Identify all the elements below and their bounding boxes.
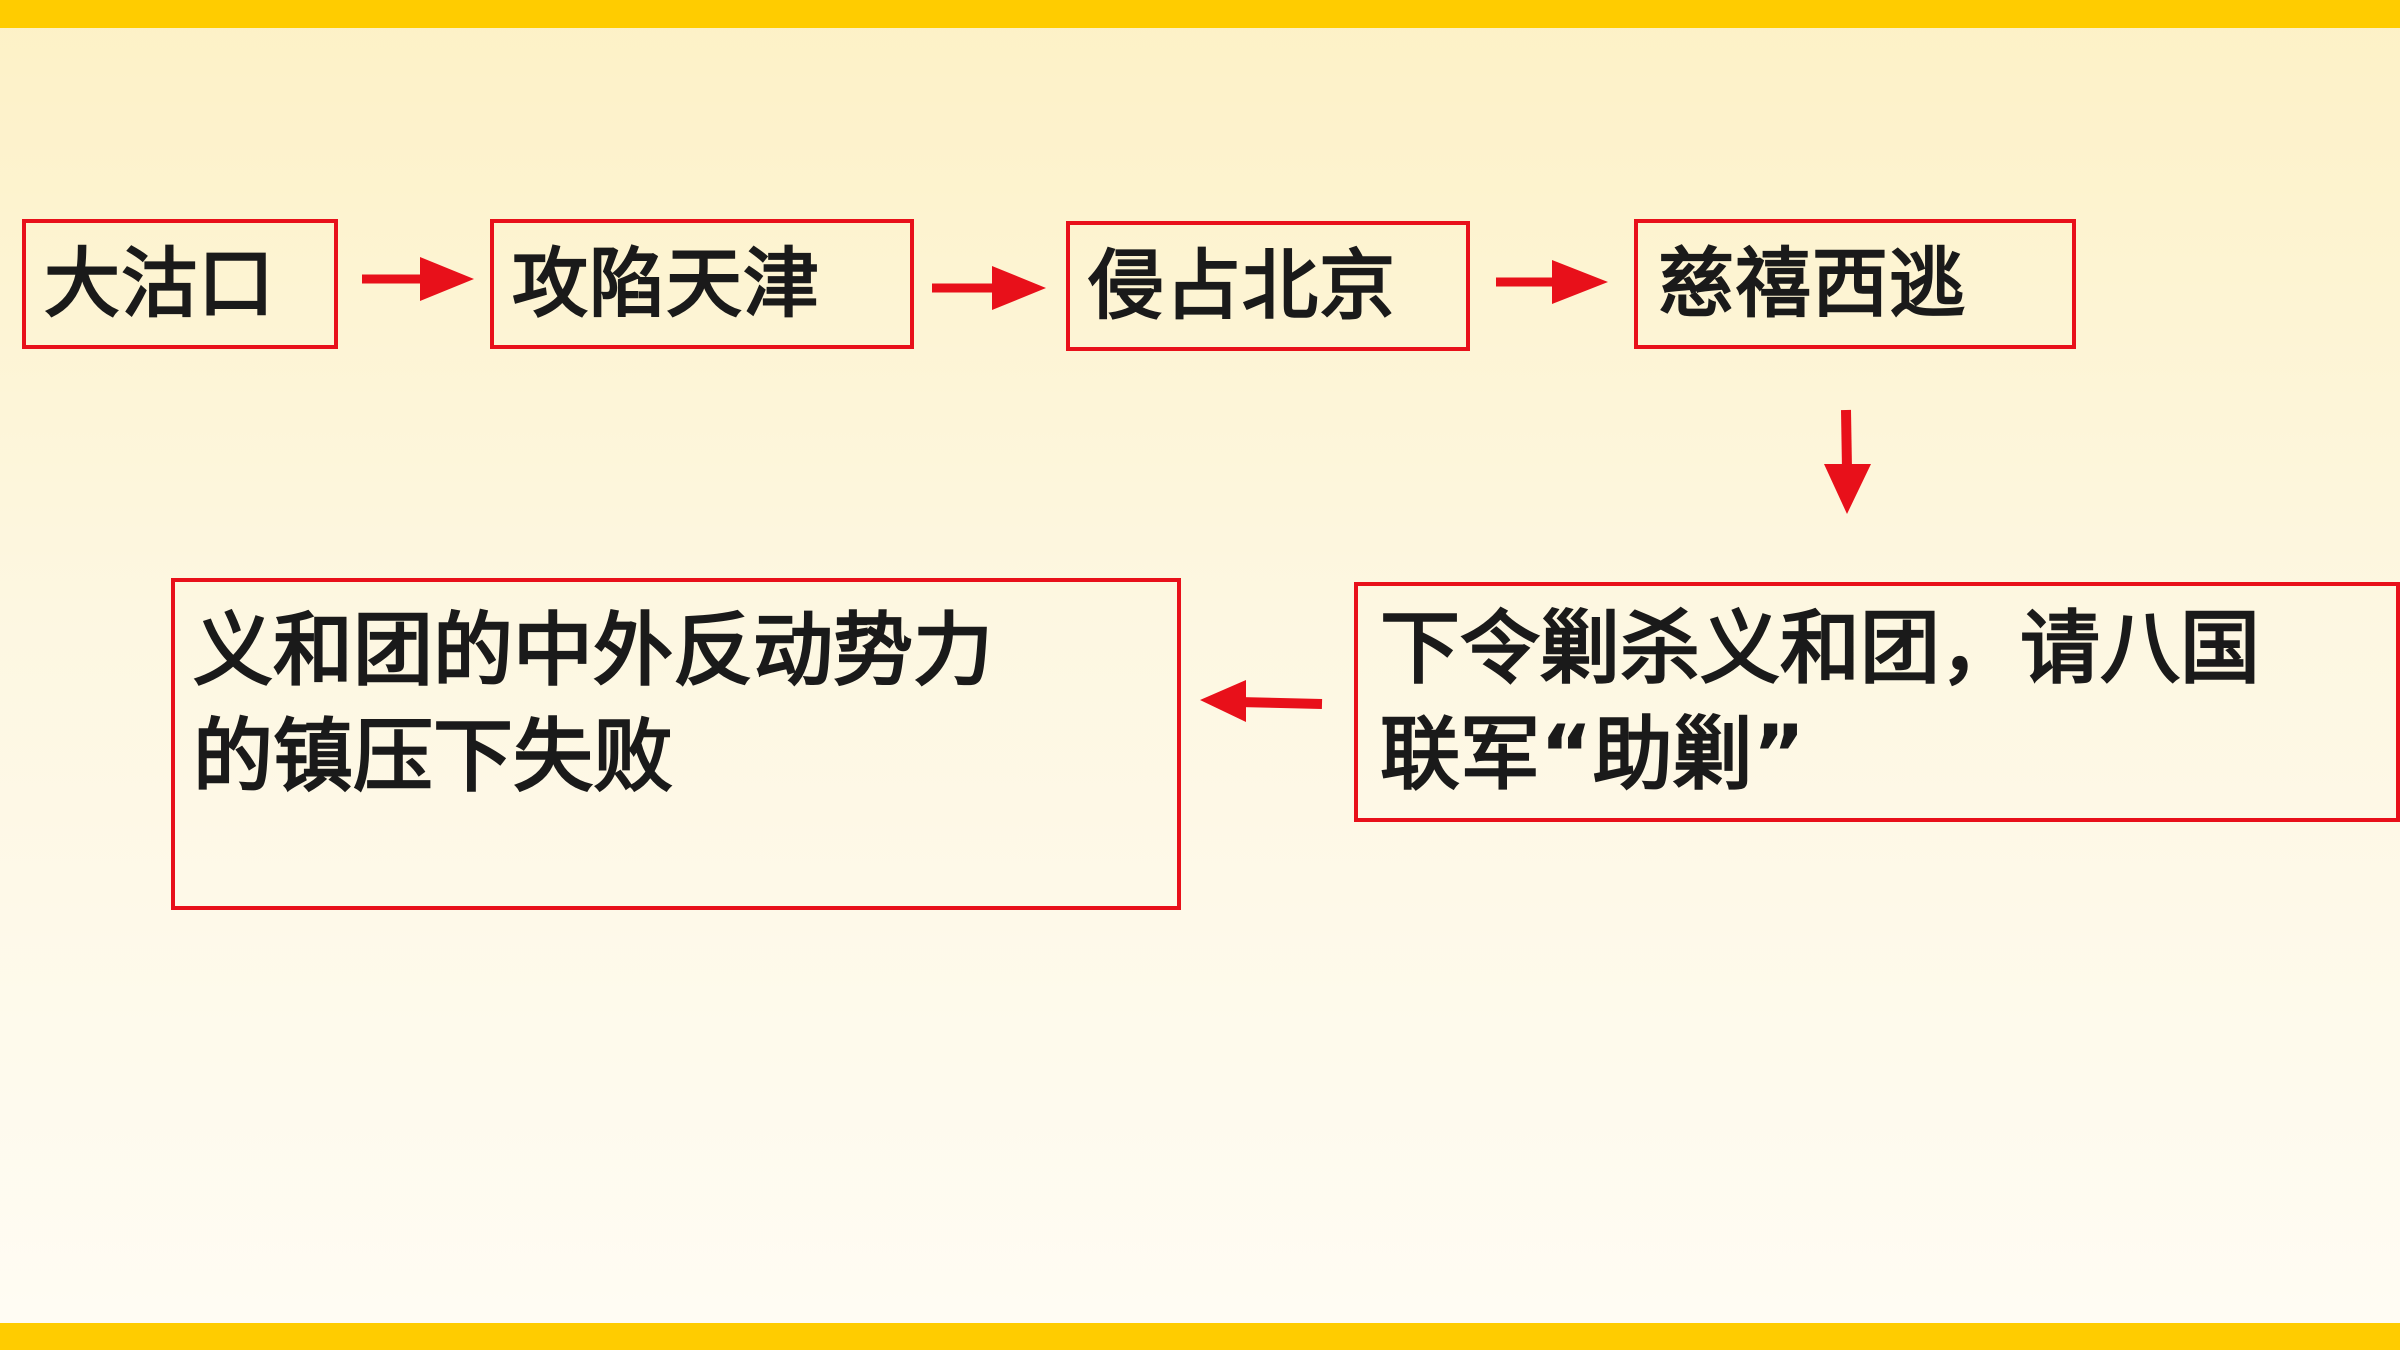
- order-line-2: 联军“助剿”: [1380, 708, 1806, 801]
- result-line-2: 的镇压下失败: [193, 710, 673, 803]
- order-box: 下令剿杀义和团，请八国 联军“助剿”: [1354, 582, 2400, 822]
- step-box-dagukou: 大沽口: [22, 219, 338, 349]
- step-box-tianjin: 攻陷天津: [490, 219, 914, 349]
- step-label: 慈禧西逃: [1658, 239, 1966, 328]
- bottom-accent-bar: [0, 1323, 2400, 1350]
- arrow-down: [1824, 409, 1871, 514]
- step-label: 大沽口: [44, 239, 275, 328]
- arrow-right-3: [1496, 260, 1608, 304]
- arrow-right-2: [932, 266, 1046, 310]
- arrow-right-1: [362, 257, 474, 301]
- step-label: 侵占北京: [1088, 241, 1396, 330]
- arrow-left: [1200, 680, 1323, 722]
- step-box-cixi-flees: 慈禧西逃: [1634, 219, 2076, 349]
- step-box-beijing: 侵占北京: [1066, 221, 1470, 351]
- step-label: 攻陷天津: [512, 239, 820, 328]
- result-line-1: 义和团的中外反动势力: [193, 604, 993, 697]
- result-box: 义和团的中外反动势力 的镇压下失败: [171, 578, 1181, 910]
- top-accent-bar: [0, 0, 2400, 28]
- order-line-1: 下令剿杀义和团，请八国: [1380, 602, 2260, 695]
